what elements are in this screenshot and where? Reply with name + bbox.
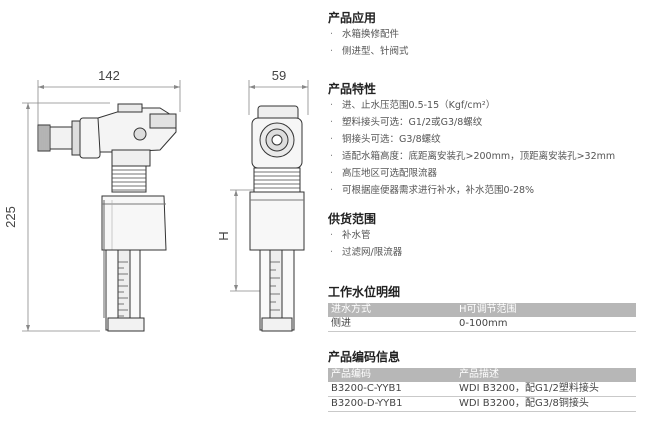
table-row: B3200-D-YYB1 WDI B3200，配G3/8铜接头 (328, 396, 636, 412)
bullet-icon: · (330, 134, 334, 145)
list-item: · 高压地区可选配限流器 (330, 165, 615, 182)
water-level-table: 进水方式 H可调节范围 侧进 0-100mm (328, 303, 636, 332)
features-title: 产品特性 (328, 82, 377, 96)
list-item-text: 塑料接头可选：G1/2或G3/8螺纹 (342, 117, 483, 128)
dimension-width-front (248, 80, 309, 115)
list-item: · 适配水箱高度：底距离安装孔>200mm，顶距离安装孔>32mm (330, 148, 615, 165)
list-item-text: 水箱换修配件 (342, 29, 400, 40)
list-item: · 补水管 (330, 227, 402, 244)
bullet-icon: · (330, 185, 334, 196)
bullet-icon: · (330, 100, 334, 111)
table-cell: 0-100mm (456, 317, 636, 332)
table-cell: WDI B3200，配G3/8铜接头 (456, 396, 636, 412)
table-header-cell: 产品描述 (456, 368, 636, 382)
dimension-label-59: 59 (272, 68, 286, 83)
list-item-text: 侧进型、针阀式 (342, 46, 409, 57)
table-row: B3200-C-YYB1 WDI B3200，配G1/2塑料接头 (328, 382, 636, 397)
table-header-cell: 进水方式 (328, 303, 456, 317)
table-header-cell: 产品编码 (328, 368, 456, 382)
list-item: · 侧进型、针阀式 (330, 43, 409, 60)
list-item-text: 可根据座便器需求进行补水，补水范围0-28% (342, 185, 535, 196)
table-cell: WDI B3200，配G1/2塑料接头 (456, 382, 636, 397)
table-row: 侧进 0-100mm (328, 317, 636, 332)
list-item-text: 进、止水压范围0.5-15（Kgf/cm²） (342, 100, 496, 111)
bullet-icon: · (330, 247, 334, 258)
table-header-row: 产品编码 产品描述 (328, 368, 636, 382)
application-title: 产品应用 (328, 11, 377, 25)
specifications-panel: 产品应用 · 水箱换修配件 · 侧进型、针阀式 产品特性 · 进、止水压范围0.5-1… (326, 0, 646, 430)
bullet-icon: · (330, 151, 334, 162)
supply-title: 供货范围 (328, 212, 377, 226)
table-cell: B3200-C-YYB1 (328, 382, 456, 397)
supply-list: · 补水管 · 过滤网/限流器 (330, 227, 402, 261)
list-item-text: 补水管 (342, 230, 371, 241)
water-level-title: 工作水位明细 (328, 285, 401, 299)
list-item: · 过滤网/限流器 (330, 244, 402, 261)
list-item: · 可根据座便器需求进行补水，补水范围0-28% (330, 182, 615, 199)
dimension-label-h: H (216, 231, 231, 240)
table-header-row: 进水方式 H可调节范围 (328, 303, 636, 317)
dimension-width-side (37, 80, 181, 128)
list-item-text: 铜接头可选：G3/8螺纹 (342, 134, 441, 145)
dimension-height-total (22, 102, 110, 332)
codes-title: 产品编码信息 (328, 350, 401, 364)
list-item: · 进、止水压范围0.5-15（Kgf/cm²） (330, 97, 615, 114)
product-technical-drawing: 142 225 59 H (3, 68, 309, 332)
list-item-text: 过滤网/限流器 (342, 247, 403, 258)
application-list: · 水箱换修配件 · 侧进型、针阀式 (330, 26, 409, 60)
table-header-cell: H可调节范围 (456, 303, 636, 317)
table-cell: 侧进 (328, 317, 456, 332)
list-item-text: 高压地区可选配限流器 (342, 168, 438, 179)
bullet-icon: · (330, 29, 334, 40)
bullet-icon: · (330, 230, 334, 241)
bullet-icon: · (330, 168, 334, 179)
bullet-icon: · (330, 117, 334, 128)
fill-valve-side-view (37, 103, 177, 332)
list-item: · 铜接头可选：G3/8螺纹 (330, 131, 615, 148)
dimension-label-142: 142 (98, 68, 120, 83)
dimension-label-225: 225 (3, 206, 18, 228)
table-cell: B3200-D-YYB1 (328, 396, 456, 412)
bullet-icon: · (330, 46, 334, 57)
list-item: · 塑料接头可选：G1/2或G3/8螺纹 (330, 114, 615, 131)
list-item-text: 适配水箱高度：底距离安装孔>200mm，顶距离安装孔>32mm (342, 151, 616, 162)
codes-table: 产品编码 产品描述 B3200-C-YYB1 WDI B3200，配G1/2塑料… (328, 368, 636, 412)
fill-valve-front-view (249, 105, 305, 332)
features-list: · 进、止水压范围0.5-15（Kgf/cm²） · 塑料接头可选：G1/2或G3/… (330, 97, 615, 199)
list-item: · 水箱换修配件 (330, 26, 409, 43)
